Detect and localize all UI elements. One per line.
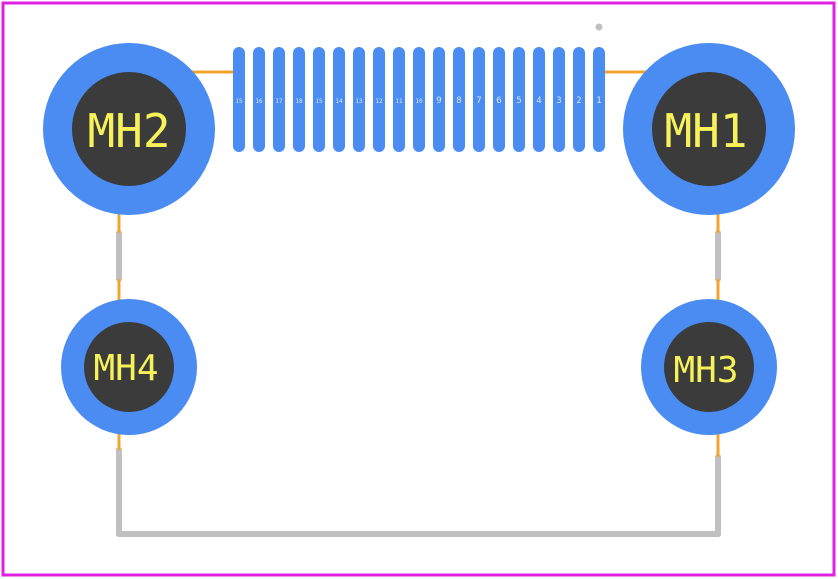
pin-number-label: 5 xyxy=(516,96,521,106)
silkscreen-outline xyxy=(116,230,721,537)
pin-number-label: 2 xyxy=(576,96,581,106)
pin-pad-shape xyxy=(233,47,245,152)
pin-number-label: 4 xyxy=(536,96,541,106)
pin-pad[interactable]: 15 xyxy=(313,47,325,152)
pin-number-label: 1 xyxy=(596,96,601,106)
mh3-drill xyxy=(664,322,754,412)
pin-pad[interactable]: 12 xyxy=(373,47,385,152)
mh2-label: MH2 xyxy=(87,104,170,158)
pin-number-label: 16 xyxy=(255,98,263,105)
pin-number-label: 9 xyxy=(436,96,441,106)
pin-pad[interactable]: 9 xyxy=(433,47,445,152)
mh1-label: MH1 xyxy=(664,104,747,158)
pin-pad[interactable]: 14 xyxy=(333,47,345,152)
pin-pad[interactable]: 4 xyxy=(533,47,545,152)
mh2-drill xyxy=(72,72,186,186)
pin-pad[interactable]: 11 xyxy=(393,47,405,152)
pin-pad-shape xyxy=(513,47,525,152)
pin-pad[interactable]: 7 xyxy=(473,47,485,152)
pin-number-label: 17 xyxy=(275,98,283,105)
pin-pad-shape xyxy=(453,47,465,152)
pin1-marker-dot xyxy=(595,23,603,31)
pin-number-label: 14 xyxy=(335,98,343,105)
pin-pad-shape xyxy=(313,47,325,152)
mh3-label: MH3 xyxy=(673,350,738,391)
pin-pad-shape xyxy=(373,47,385,152)
pin-pad-shape xyxy=(553,47,565,152)
pin-number-label: 3 xyxy=(556,96,561,106)
pin-number-label: 7 xyxy=(476,96,481,106)
pin-pad-shape xyxy=(493,47,505,152)
pin-pad[interactable]: 10 xyxy=(413,47,425,152)
pin-pad[interactable]: 2 xyxy=(573,47,585,152)
pin-pad[interactable]: 5 xyxy=(513,47,525,152)
pin-number-label: 10 xyxy=(415,98,423,105)
pin-pad[interactable]: 17 xyxy=(273,47,285,152)
pin-pad[interactable]: 6 xyxy=(493,47,505,152)
mounting-hole-mh1[interactable]: MH1 xyxy=(623,43,795,215)
pin-pad-shape xyxy=(333,47,345,152)
mh1-drill xyxy=(652,72,766,186)
pin-pad-shape xyxy=(293,47,305,152)
mh4-label: MH4 xyxy=(93,348,158,389)
pin-pad-shape xyxy=(593,47,605,152)
pin-pad-shape xyxy=(533,47,545,152)
connector-pins: 15 16 17 18 15 14 13 12 11 10 9 8 7 6 5 4 3 2 1 xyxy=(233,47,605,152)
pin-pad-shape xyxy=(353,47,365,152)
mh4-drill xyxy=(84,322,174,412)
pin-pad[interactable]: 18 xyxy=(293,47,305,152)
pin-pad[interactable]: 16 xyxy=(253,47,265,152)
pin-number-label: 8 xyxy=(456,96,461,106)
pin-pad-shape xyxy=(473,47,485,152)
pin-pad[interactable]: 13 xyxy=(353,47,365,152)
pin-pad[interactable]: 3 xyxy=(553,47,565,152)
pin-pad-shape xyxy=(433,47,445,152)
pin-number-label: 13 xyxy=(355,98,363,105)
pin-pad-shape xyxy=(413,47,425,152)
mounting-hole-mh3[interactable]: MH3 xyxy=(641,299,777,435)
courtyard-outline xyxy=(117,70,720,457)
pin-number-label: 11 xyxy=(395,98,403,105)
pin-pad-shape xyxy=(273,47,285,152)
mounting-hole-mh4[interactable]: MH4 xyxy=(61,299,197,435)
pin-pad[interactable]: 1 xyxy=(593,47,605,152)
pin-pad-shape xyxy=(573,47,585,152)
pin-number-label: 15 xyxy=(315,98,323,105)
pin-pad-shape xyxy=(253,47,265,152)
pin-number-label: 18 xyxy=(295,98,303,105)
pin-pad[interactable]: 15 xyxy=(233,47,245,152)
pin-number-label: 15 xyxy=(235,98,243,105)
pin-pad-shape xyxy=(393,47,405,152)
pin-number-label: 12 xyxy=(375,98,383,105)
pin-number-label: 6 xyxy=(496,96,501,106)
pin-pad[interactable]: 8 xyxy=(453,47,465,152)
mounting-hole-mh2[interactable]: MH2 xyxy=(43,43,215,215)
